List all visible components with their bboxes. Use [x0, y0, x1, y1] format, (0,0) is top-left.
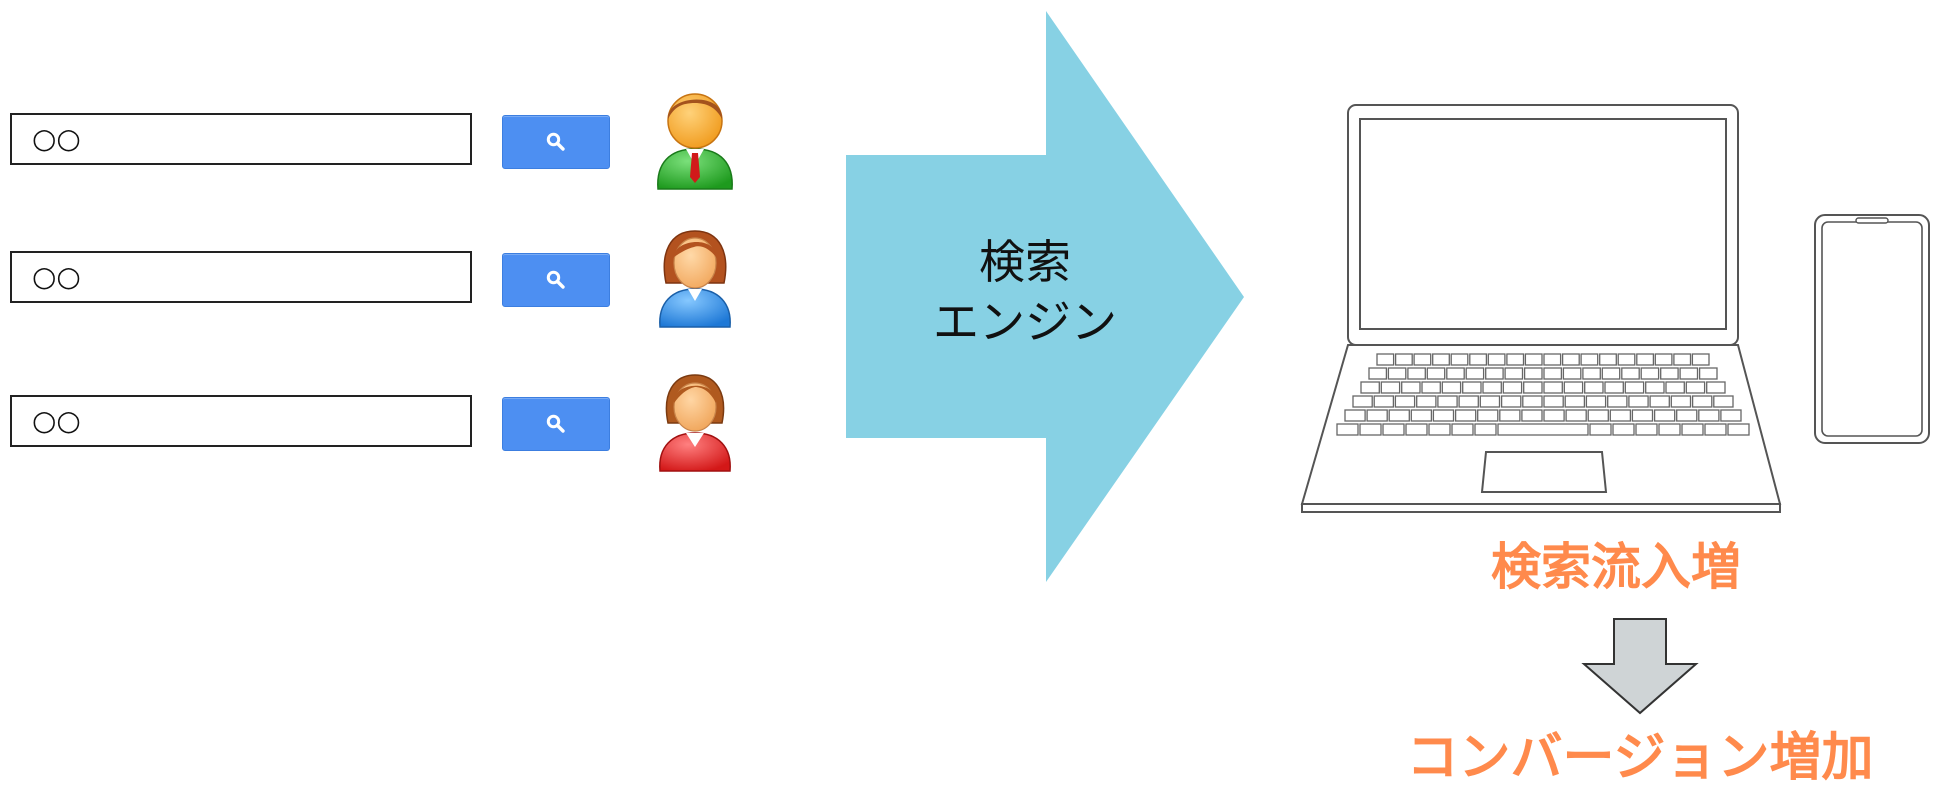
search-engine-label-line1: 検索 — [979, 235, 1071, 289]
search-icon — [546, 414, 565, 433]
search-button[interactable] — [502, 253, 610, 307]
search-engine-label: 検索 エンジン — [905, 232, 1145, 352]
woman-avatar-icon — [659, 374, 731, 472]
down-arrow-icon — [1581, 618, 1699, 715]
search-input[interactable]: ○○ — [10, 113, 472, 165]
search-traffic-increase-label: 検索流入増 — [1491, 538, 1741, 596]
man-avatar-icon — [657, 93, 733, 190]
search-input[interactable]: ○○ — [10, 251, 472, 303]
laptop-icon — [1300, 104, 1782, 513]
woman-avatar-icon — [659, 230, 731, 328]
search-button[interactable] — [502, 397, 610, 451]
search-engine-label-line2: エンジン — [933, 295, 1117, 349]
search-button[interactable] — [502, 115, 610, 169]
search-icon — [546, 270, 565, 289]
smartphone-icon — [1814, 214, 1930, 444]
search-icon — [546, 132, 565, 151]
conversion-increase-label: コンバージョン増加 — [1406, 728, 1874, 788]
search-input[interactable]: ○○ — [10, 395, 472, 447]
